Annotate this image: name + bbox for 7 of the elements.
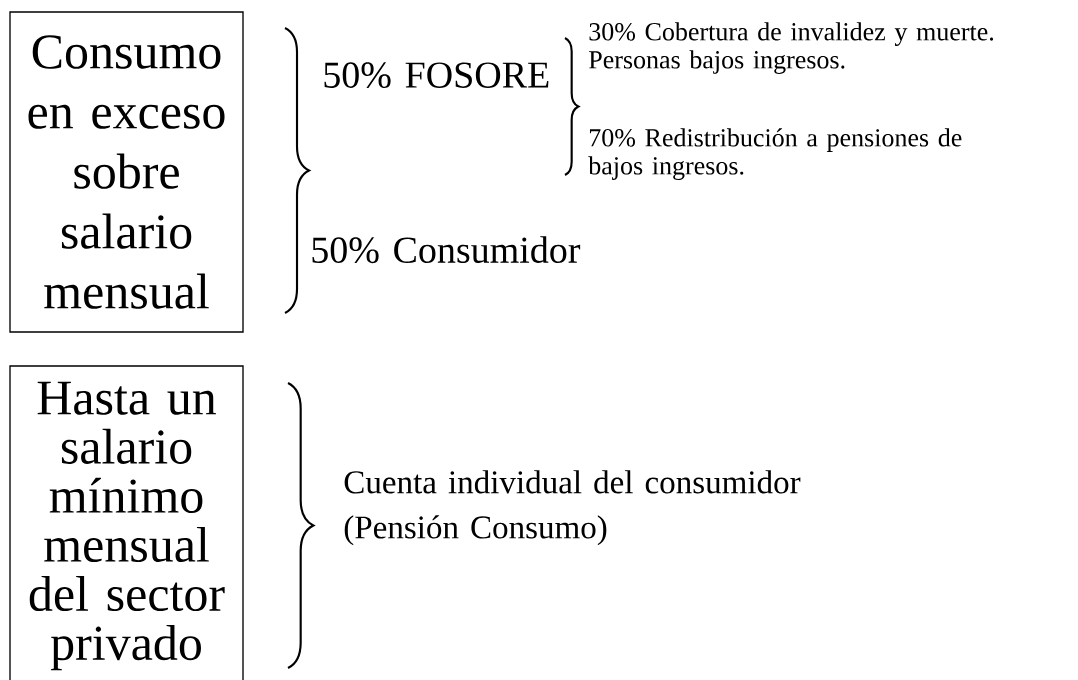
- label-text: 70% Redistribución a pensiones de bajos ingresos.: [588, 128, 962, 180]
- label-text: 50% FOSORE: [324, 62, 549, 89]
- text-box: Hasta un salario mínimo mensual del sector privado: [9, 365, 244, 680]
- label-text: 30% Cobertura de invalidez y muerte. Personas bajos ingresos.: [589, 22, 994, 74]
- label-text: 50% Consumidor: [312, 236, 581, 264]
- label-text: Cuenta individual del consumidor (Pensión Consumo): [344, 470, 801, 546]
- text-box: Consumo en exceso sobre salario mensual: [9, 11, 244, 333]
